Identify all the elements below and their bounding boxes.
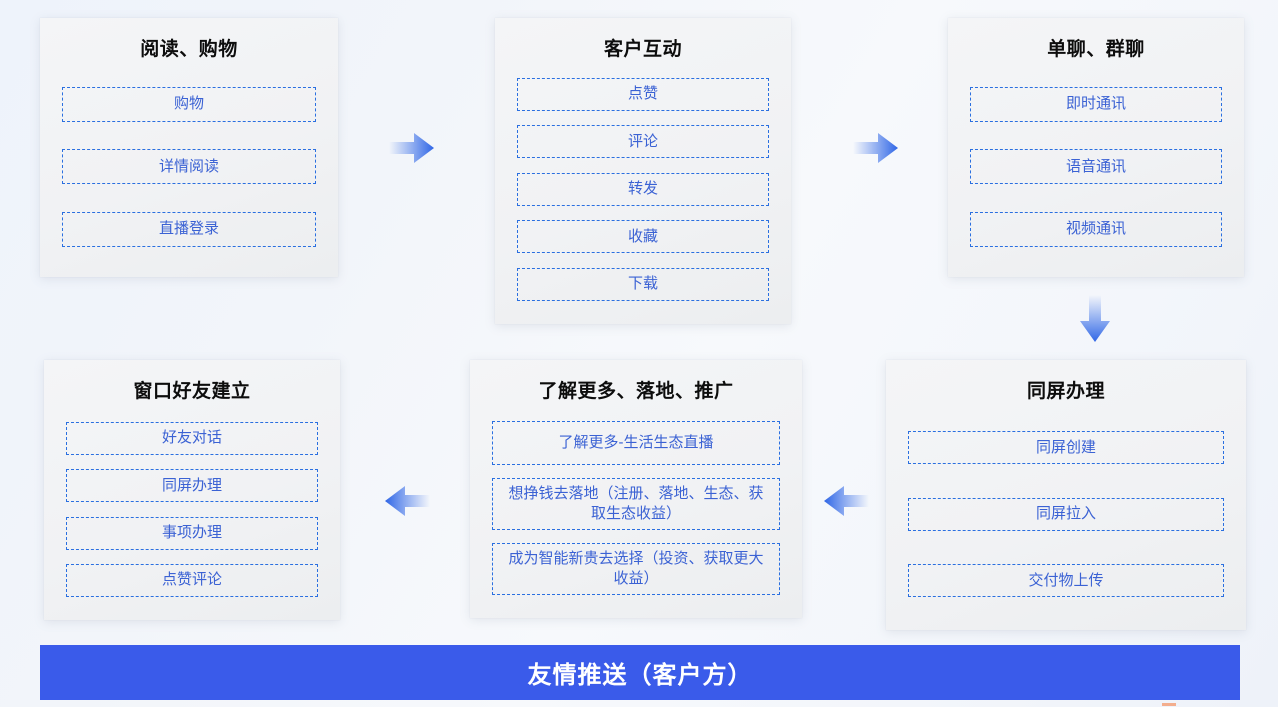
- card-single-group-chat: 单聊、群聊 即时通讯 语音通讯 视频通讯: [948, 18, 1244, 277]
- card-title: 同屏办理: [1026, 381, 1105, 402]
- card-window-friend-setup: 窗口好友建立 好友对话 同屏办理 事项办理 点赞评论: [44, 360, 340, 620]
- item-earn-money-landing[interactable]: 想挣钱去落地（注册、落地、生态、获取生态收益）: [492, 478, 780, 531]
- card-read-shopping: 阅读、购物 购物 详情阅读 直播登录: [40, 18, 338, 277]
- item-detail-reading[interactable]: 详情阅读: [62, 149, 316, 185]
- item-same-screen-pull-in[interactable]: 同屏拉入: [908, 497, 1224, 531]
- card-item-list: 点赞 评论 转发 收藏 下载: [517, 71, 769, 308]
- item-friend-chat[interactable]: 好友对话: [66, 421, 318, 455]
- arrow-left-icon-same-screen-to-learn-more: [824, 484, 870, 518]
- arrow-right-icon-read-to-interaction: [389, 131, 435, 165]
- item-learn-more-life-ecology-live[interactable]: 了解更多-生活生态直播: [492, 421, 780, 466]
- card-title: 窗口好友建立: [133, 381, 251, 402]
- item-download[interactable]: 下载: [517, 267, 769, 301]
- item-comment[interactable]: 评论: [517, 125, 769, 159]
- item-forward[interactable]: 转发: [517, 172, 769, 206]
- arrow-left-icon-learn-more-to-window-friend: [385, 484, 431, 518]
- card-item-list: 即时通讯 语音通讯 视频通讯: [970, 73, 1222, 261]
- item-like-comment[interactable]: 点赞评论: [66, 563, 318, 597]
- footer-banner-label: 友情推送（客户方）: [527, 662, 753, 689]
- item-instant-messaging[interactable]: 即时通讯: [970, 86, 1222, 122]
- item-shopping[interactable]: 购物: [62, 86, 316, 122]
- item-voice-call[interactable]: 语音通讯: [970, 149, 1222, 185]
- card-title: 阅读、购物: [140, 39, 238, 60]
- card-item-list: 好友对话 同屏办理 事项办理 点赞评论: [66, 415, 318, 604]
- card-title: 客户互动: [603, 39, 682, 60]
- item-deliverable-upload[interactable]: 交付物上传: [908, 564, 1224, 598]
- card-item-list: 购物 详情阅读 直播登录: [62, 73, 316, 261]
- card-title: 了解更多、落地、推广: [538, 381, 734, 402]
- item-same-screen-handle[interactable]: 同屏办理: [66, 469, 318, 503]
- footer-banner: 友情推送（客户方）: [40, 645, 1240, 700]
- card-title: 单聊、群聊: [1047, 39, 1145, 60]
- item-same-screen-create[interactable]: 同屏创建: [908, 431, 1224, 465]
- card-item-list: 同屏创建 同屏拉入 交付物上传: [908, 415, 1224, 614]
- item-matter-handle[interactable]: 事项办理: [66, 516, 318, 550]
- item-become-smart-elite[interactable]: 成为智能新贵去选择（投资、获取更大收益）: [492, 543, 780, 596]
- card-item-list: 了解更多-生活生态直播 想挣钱去落地（注册、落地、生态、获取生态收益） 成为智能…: [492, 415, 780, 602]
- item-like[interactable]: 点赞: [517, 77, 769, 111]
- item-favorite[interactable]: 收藏: [517, 220, 769, 254]
- card-customer-interaction: 客户互动 点赞 评论 转发 收藏 下载: [495, 18, 791, 324]
- item-live-login[interactable]: 直播登录: [62, 212, 316, 248]
- orange-speck-artifact: [1162, 703, 1176, 706]
- card-learn-more-landing-promo: 了解更多、落地、推广 了解更多-生活生态直播 想挣钱去落地（注册、落地、生态、获…: [470, 360, 802, 618]
- item-video-call[interactable]: 视频通讯: [970, 212, 1222, 248]
- card-same-screen-handling: 同屏办理 同屏创建 同屏拉入 交付物上传: [886, 360, 1246, 630]
- arrow-right-icon-interaction-to-chat: [853, 131, 899, 165]
- arrow-down-icon-chat-to-same-screen: [1078, 295, 1112, 343]
